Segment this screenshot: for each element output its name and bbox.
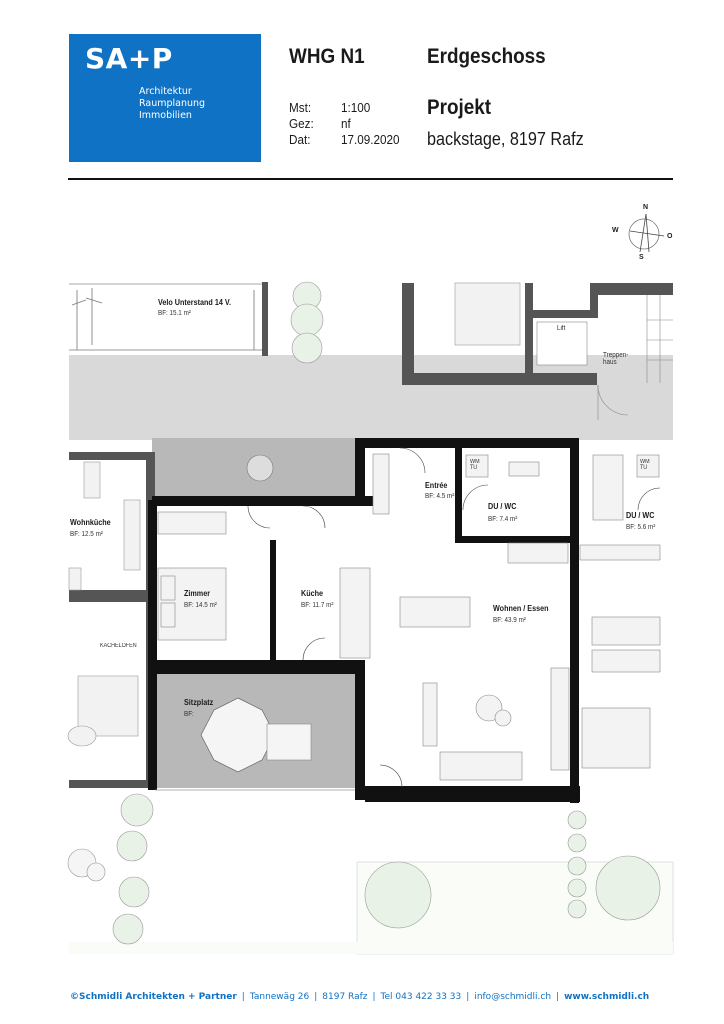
room-area-sitzplatz: BF: bbox=[184, 711, 194, 718]
room-label-wohnkueche: Wohnküche bbox=[70, 518, 111, 527]
room-label-zimmer: Zimmer bbox=[184, 589, 211, 598]
wm-tu-label: WM TU bbox=[470, 459, 480, 471]
unit-title: WHG N1 bbox=[289, 45, 365, 68]
footer: ©Schmidli Architekten + Partner|Tannewäg… bbox=[70, 992, 650, 1002]
room-label-velo: Velo Unterstand 14 V. bbox=[158, 298, 231, 307]
project-name: backstage, 8197 Rafz bbox=[427, 129, 584, 149]
room-label-entree: Entrée bbox=[425, 481, 448, 490]
room-label-du-wc: DU / WC bbox=[488, 502, 517, 511]
footer-web[interactable]: www.schmidli.ch bbox=[564, 992, 650, 1002]
footer-email[interactable]: info@schmidli.ch bbox=[474, 992, 552, 1002]
logo-tagline: Architektur Raumplanung Immobilien bbox=[139, 86, 206, 121]
room-label-du-wc-2: DU / WC bbox=[626, 511, 655, 520]
room-area-wohnkueche: BF: 12.5 m² bbox=[70, 531, 103, 538]
project-label: Projekt bbox=[427, 96, 492, 119]
footer-tel: Tel 043 422 33 33 bbox=[380, 992, 462, 1002]
drawn-by-value: nf bbox=[341, 116, 351, 131]
footer-city: 8197 Rafz bbox=[322, 992, 368, 1002]
room-area-du-wc-2: BF: 5.6 m² bbox=[626, 524, 656, 531]
scale-value: 1:100 bbox=[341, 100, 371, 115]
room-label-sitzplatz: Sitzplatz bbox=[184, 698, 214, 707]
room-label-wohnen-essen: Wohnen / Essen bbox=[493, 604, 549, 613]
compass: N W O S bbox=[612, 202, 676, 262]
floor-title: Erdgeschoss bbox=[427, 45, 546, 68]
room-area-du-wc: BF: 7.4 m² bbox=[488, 516, 518, 523]
compass-rose-icon bbox=[628, 213, 665, 253]
header-divider bbox=[68, 178, 673, 180]
room-area-velo: BF: 15.1 m² bbox=[158, 310, 191, 317]
room-label-lift: Lift bbox=[557, 325, 566, 332]
kachelofen-label: KACHELOFEN bbox=[100, 643, 137, 649]
room-label-kueche: Küche bbox=[301, 589, 324, 598]
room-area-kueche: BF: 11.7 m² bbox=[301, 602, 334, 609]
room-area-zimmer: BF: 14.5 m² bbox=[184, 602, 217, 609]
footer-company: ©Schmidli Architekten + Partner bbox=[70, 992, 237, 1002]
room-label-treppenhaus: Treppen- haus bbox=[603, 352, 629, 366]
room-area-wohnen-essen: BF: 43.9 m² bbox=[493, 617, 526, 624]
meta-labels: Mst: Gez: Dat: bbox=[289, 100, 314, 147]
room-area-entree: BF: 4.5 m² bbox=[425, 493, 455, 500]
footer-address: Tannewäg 26 bbox=[249, 992, 310, 1002]
meta-values: 1:100 nf 17.09.2020 bbox=[341, 100, 400, 148]
wm-tu-label-2: WM TU bbox=[640, 459, 650, 471]
date-value: 17.09.2020 bbox=[341, 132, 400, 147]
company-logo: SA+P Architektur Raumplanung Immobilien bbox=[69, 34, 261, 162]
logo-mark: SA+P bbox=[85, 42, 173, 75]
